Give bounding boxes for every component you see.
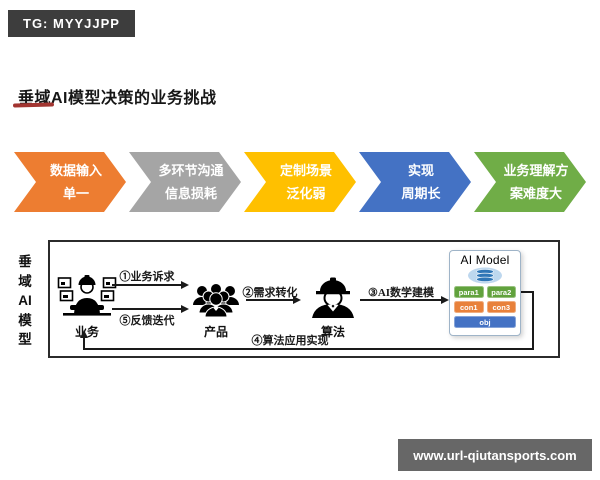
worker-at-desk-icon xyxy=(57,275,117,316)
chevron-line: 实现 xyxy=(407,162,434,178)
algorithm-label: 算法 xyxy=(320,325,345,339)
ai-model-title: AI Model xyxy=(460,253,510,267)
team-icon xyxy=(193,283,239,318)
arrow-feedback-iteration xyxy=(112,305,189,313)
feedback-line-right-horizontal xyxy=(521,291,534,293)
ai-model-params: para1 para2 con1 con3 obj xyxy=(454,286,516,328)
chevron-business-understanding: 业务理解方 案难度大 xyxy=(474,152,586,212)
chevron-line: 泛化弱 xyxy=(286,186,326,201)
database-icon xyxy=(468,267,502,284)
chevron-line: 周期长 xyxy=(401,186,441,201)
chevron-line: 案难度大 xyxy=(509,186,562,201)
chip-para2: para2 xyxy=(486,286,516,298)
business-figure: 业务 xyxy=(56,272,118,340)
arrow-demand-transform xyxy=(246,296,301,304)
label-business-demand: ①业务诉求 xyxy=(119,271,175,283)
chevron-data-input: 数据输入 单一 xyxy=(14,152,126,212)
label-feedback-iteration: ⑤反馈迭代 xyxy=(119,315,175,327)
arrow-business-demand xyxy=(112,281,189,289)
chevron-line: 定制场景 xyxy=(279,162,332,178)
chip-con3: con3 xyxy=(486,301,516,313)
challenge-chevron-row: 数据输入 单一 多环节沟通 信息损耗 定制场景 泛化弱 实现 周期长 业务理解方… xyxy=(14,152,586,212)
label-demand-transform: ②需求转化 xyxy=(242,287,298,299)
chevron-line: 业务理解方 xyxy=(503,162,569,178)
feedback-arrowhead-up xyxy=(79,330,88,338)
process-diagram-box: 业务 产品 xyxy=(48,240,560,358)
product-label: 产品 xyxy=(203,325,228,339)
feedback-line-left-vertical xyxy=(83,337,85,349)
chevron-communication: 多环节沟通 信息损耗 xyxy=(129,152,241,212)
chip-para1: para1 xyxy=(454,286,484,298)
label-algorithm-application: ④算法应用实现 xyxy=(251,335,329,347)
diagram-side-label: 垂 域 AI 模 型 xyxy=(18,254,32,348)
feedback-line-right-vertical xyxy=(532,291,534,350)
tg-badge: TG: MYYJJPP xyxy=(8,10,135,37)
website-badge: www.url-qiutansports.com xyxy=(398,439,592,471)
chevron-line: 信息损耗 xyxy=(164,186,217,201)
ai-model-card: AI Model para1 para2 con1 con3 obj xyxy=(449,250,521,336)
product-figure: 产品 xyxy=(186,282,246,340)
engineer-icon xyxy=(312,277,354,318)
chevron-line: 数据输入 xyxy=(49,162,102,178)
chip-con1: con1 xyxy=(454,301,484,313)
chevron-line: 多环节沟通 xyxy=(158,162,224,178)
page-title: 垂域AI模型决策的业务挑战 xyxy=(18,90,217,107)
arrow-math-modeling xyxy=(360,296,449,304)
algorithm-figure: 算法 xyxy=(305,276,361,340)
chevron-line: 单一 xyxy=(62,186,89,201)
chevron-custom-scene: 定制场景 泛化弱 xyxy=(244,152,356,212)
chevron-long-cycle: 实现 周期长 xyxy=(359,152,471,212)
chip-obj: obj xyxy=(454,316,516,328)
label-math-modeling: ③AI数学建模 xyxy=(367,287,435,299)
feedback-line-bottom xyxy=(83,348,534,350)
